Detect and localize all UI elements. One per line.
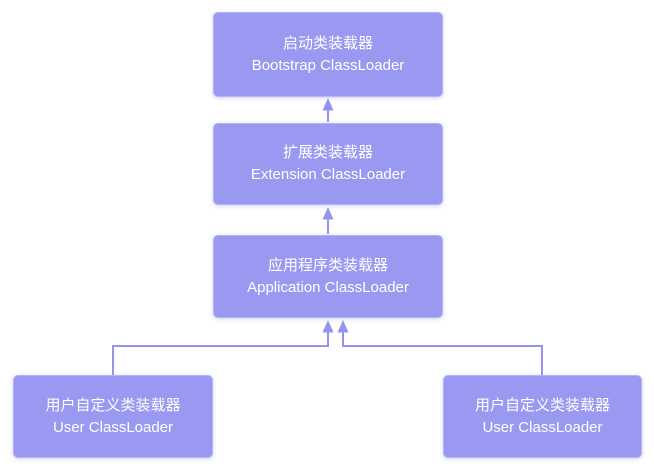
connector-user-left-to-application — [112, 320, 334, 375]
node-label-zh: 启动类装载器 — [282, 34, 373, 52]
node-label-zh: 扩展类装载器 — [282, 144, 373, 161]
node-bootstrap-classloader: 启动类装载器 Bootstrap ClassLoader — [213, 12, 443, 97]
node-label-en: User ClassLoader — [52, 418, 174, 436]
node-label-zh: 应用程序类装载器 — [267, 256, 388, 274]
node-label-en: User ClassLoader — [482, 418, 603, 436]
node-label-en: Application ClassLoader — [247, 278, 409, 296]
node-application-classloader: 应用程序类装载器 Application ClassLoader — [213, 235, 443, 318]
connector-application-to-extension — [322, 207, 334, 234]
node-label-zh: 用户自定义类装载器 — [474, 396, 610, 414]
node-extension-classloader: 扩展类装载器 Extension ClassLoader — [213, 123, 443, 205]
node-user-classloader-left: 用户自定义类装载器 User ClassLoader — [13, 375, 213, 458]
node-label-zh: 用户自定义类装载器 — [45, 396, 181, 414]
node-user-classloader-right: 用户自定义类装载器 User ClassLoader — [443, 375, 642, 458]
node-label-en: Bootstrap ClassLoader — [251, 56, 405, 74]
connector-user-right-to-application — [337, 320, 543, 375]
connector-extension-to-bootstrap — [322, 98, 334, 122]
node-label-en: Extension ClassLoader — [250, 166, 406, 183]
